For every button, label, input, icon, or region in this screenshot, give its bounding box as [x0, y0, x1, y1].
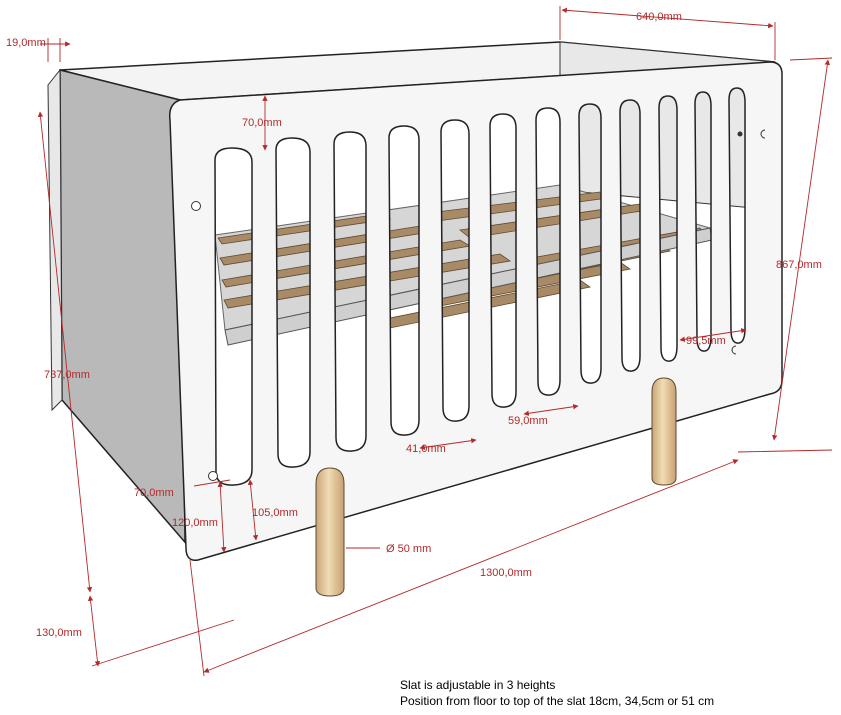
- mattress-base: [214, 184, 713, 346]
- front-panel: [168, 61, 783, 561]
- depth-label: 640,0mm: [636, 11, 682, 23]
- leg-diameter-label: Ø 50 mm: [386, 543, 431, 555]
- rail-inner-label: 105,0mm: [252, 507, 298, 519]
- left-end-panel: [47, 68, 191, 549]
- right-inner-label: 99,5mm: [686, 335, 726, 347]
- slat-bottom-gap-label: 70,0mm: [134, 487, 174, 499]
- total-length-label: 1300,0mm: [480, 567, 532, 579]
- side-height-label: 737,0mm: [44, 369, 90, 381]
- slat-spacing-label: 59,0mm: [508, 415, 548, 427]
- thickness-label: 19,0mm: [6, 37, 46, 49]
- total-height-label: 867,0mm: [776, 259, 822, 271]
- rail-height-label: 120,0mm: [172, 517, 218, 529]
- slat-width-label: 41,0mm: [406, 443, 446, 455]
- dimension-labels: 19,0mm 640,0mm 70,0mm 867,0mm 737,0mm 70…: [6, 11, 822, 639]
- slat-top-gap-label: 70,0mm: [242, 117, 282, 129]
- note-line-1: Slat is adjustable in 3 heights: [400, 678, 556, 692]
- note-line-2: Position from floor to top of the slat 1…: [400, 694, 715, 708]
- dimension-lines: [37, 6, 833, 677]
- leg-height-label: 130,0mm: [36, 627, 82, 639]
